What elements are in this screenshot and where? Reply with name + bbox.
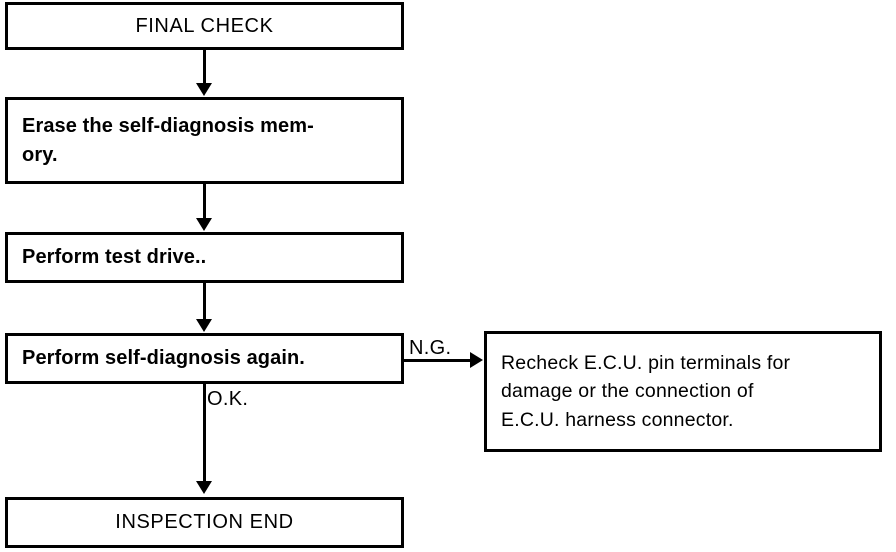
arrowhead-down-to-inspection-end [196, 481, 212, 494]
connector-erase-memory-to-test-drive [203, 184, 206, 219]
edge-label-ok: O.K. [207, 388, 249, 410]
connector-self-diagnosis-to-inspection-end [203, 384, 206, 482]
node-erase-memory: Erase the self-diagnosis mem- ory. [5, 97, 404, 184]
arrowhead-right-to-recheck-ecu [470, 352, 483, 368]
node-self-diagnosis: Perform self-diagnosis again. [5, 333, 404, 384]
node-final-check: FINAL CHECK [5, 2, 404, 50]
arrowhead-down-to-erase-memory [196, 83, 212, 96]
node-recheck-ecu-label: Recheck E.C.U. pin terminals for damage … [501, 352, 791, 431]
connector-self-diagnosis-to-recheck-ecu [404, 359, 472, 362]
node-erase-memory-label: Erase the self-diagnosis mem- ory. [22, 114, 314, 166]
node-inspection-end: INSPECTION END [5, 497, 404, 548]
node-test-drive-label: Perform test drive.. [22, 246, 207, 268]
edge-label-ng: N.G. [409, 337, 452, 359]
node-test-drive: Perform test drive.. [5, 232, 404, 283]
arrowhead-down-to-self-diagnosis [196, 319, 212, 332]
node-recheck-ecu: Recheck E.C.U. pin terminals for damage … [484, 331, 882, 452]
node-final-check-label: FINAL CHECK [135, 14, 274, 37]
node-inspection-end-label: INSPECTION END [115, 511, 294, 533]
arrowhead-down-to-test-drive [196, 218, 212, 231]
connector-final-check-to-erase-memory [203, 50, 206, 85]
connector-test-drive-to-self-diagnosis [203, 283, 206, 320]
node-self-diagnosis-label: Perform self-diagnosis again. [22, 347, 305, 369]
